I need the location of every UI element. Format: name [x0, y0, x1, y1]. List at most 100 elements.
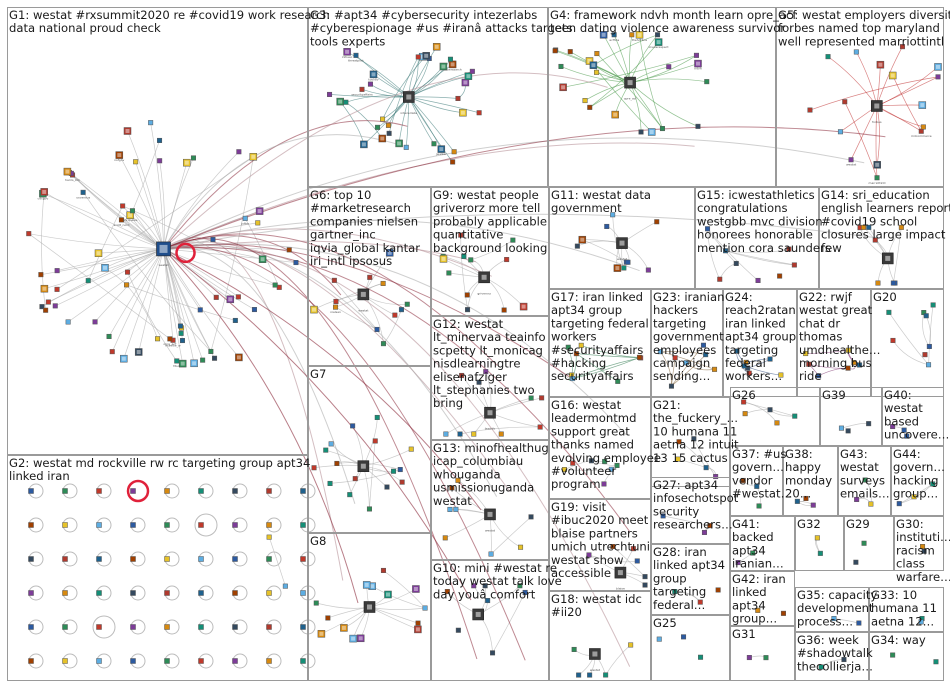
network-node[interactable] — [634, 558, 640, 564]
network-node[interactable] — [412, 585, 420, 593]
network-node[interactable] — [926, 343, 932, 349]
network-node[interactable] — [129, 208, 135, 214]
network-node[interactable] — [504, 257, 510, 263]
hub-node[interactable] — [402, 91, 415, 103]
network-node[interactable] — [694, 59, 702, 68]
network-node[interactable] — [890, 652, 896, 658]
network-node[interactable] — [873, 161, 881, 169]
network-node[interactable] — [630, 546, 636, 552]
network-node[interactable] — [599, 31, 608, 39]
network-node[interactable] — [133, 159, 139, 165]
network-node[interactable] — [385, 122, 391, 128]
network-node[interactable] — [439, 255, 448, 263]
network-node[interactable] — [886, 309, 892, 315]
network-node[interactable] — [325, 615, 331, 621]
network-node[interactable] — [455, 95, 461, 101]
network-node[interactable] — [918, 619, 924, 625]
network-node[interactable] — [854, 496, 860, 502]
self-loop-node[interactable] — [164, 517, 180, 533]
network-node[interactable] — [471, 431, 477, 437]
network-node[interactable] — [468, 257, 474, 263]
network-node[interactable] — [746, 655, 752, 661]
self-loop-node[interactable] — [130, 585, 146, 601]
network-node[interactable] — [567, 49, 573, 55]
network-node[interactable] — [675, 456, 681, 462]
network-node[interactable] — [336, 97, 344, 106]
network-node[interactable] — [818, 664, 824, 670]
network-node[interactable] — [258, 255, 267, 263]
network-node[interactable] — [213, 294, 219, 300]
self-loop-node[interactable] — [164, 585, 180, 601]
network-node[interactable] — [450, 159, 456, 165]
self-loop-node[interactable] — [62, 517, 78, 533]
network-node[interactable] — [786, 246, 792, 252]
network-node[interactable] — [604, 223, 610, 229]
network-node[interactable] — [715, 587, 721, 593]
hub-node[interactable] — [614, 566, 627, 579]
self-loop-node[interactable] — [28, 653, 44, 669]
self-loop-node[interactable] — [28, 517, 44, 533]
network-node[interactable] — [920, 544, 926, 550]
network-node[interactable] — [926, 362, 932, 368]
network-node[interactable] — [469, 68, 475, 74]
network-node[interactable] — [574, 243, 580, 249]
network-node[interactable] — [589, 61, 598, 69]
network-node[interactable] — [391, 468, 397, 474]
network-node[interactable] — [874, 175, 880, 181]
network-node[interactable] — [157, 158, 163, 164]
network-node[interactable] — [232, 317, 238, 323]
network-node[interactable] — [485, 598, 491, 604]
network-node[interactable] — [853, 559, 859, 565]
network-node[interactable] — [80, 189, 86, 195]
network-node[interactable] — [39, 304, 45, 310]
network-node[interactable] — [328, 441, 334, 447]
network-node[interactable] — [717, 276, 723, 282]
self-loop-node[interactable] — [28, 585, 44, 601]
network-node[interactable] — [442, 535, 448, 541]
network-node[interactable] — [876, 60, 885, 69]
network-node[interactable] — [695, 123, 701, 129]
network-node[interactable] — [92, 319, 98, 325]
network-node[interactable] — [399, 479, 405, 485]
network-node[interactable] — [235, 294, 241, 300]
network-node[interactable] — [510, 237, 516, 243]
network-node[interactable] — [810, 502, 816, 508]
network-node[interactable] — [125, 269, 131, 275]
self-loop-node[interactable] — [266, 551, 282, 567]
self-loop-node[interactable] — [232, 551, 248, 567]
network-node[interactable] — [654, 38, 663, 46]
network-node[interactable] — [845, 428, 851, 434]
network-node[interactable] — [565, 344, 571, 350]
network-node[interactable] — [625, 259, 631, 265]
network-node[interactable] — [174, 358, 180, 364]
network-node[interactable] — [519, 302, 528, 311]
network-node[interactable] — [178, 330, 184, 336]
network-node[interactable] — [340, 624, 348, 632]
network-node[interactable] — [476, 379, 482, 385]
network-node[interactable] — [124, 282, 130, 288]
network-node[interactable] — [578, 342, 584, 348]
network-node[interactable] — [750, 550, 756, 556]
network-node[interactable] — [792, 413, 798, 419]
network-node[interactable] — [767, 356, 773, 362]
network-node[interactable] — [465, 307, 471, 313]
network-node[interactable] — [683, 360, 689, 366]
network-node[interactable] — [559, 83, 567, 92]
network-node[interactable] — [437, 145, 446, 153]
hub-node[interactable] — [624, 76, 636, 89]
network-node[interactable] — [817, 550, 823, 556]
network-node[interactable] — [703, 465, 709, 471]
network-node[interactable] — [742, 411, 748, 417]
network-node[interactable] — [552, 48, 558, 54]
network-node[interactable] — [432, 43, 441, 51]
network-node[interactable] — [343, 99, 349, 105]
network-node[interactable] — [755, 277, 761, 283]
network-node[interactable] — [587, 672, 593, 678]
network-node[interactable] — [317, 630, 326, 638]
network-node[interactable] — [890, 280, 896, 286]
network-node[interactable] — [374, 414, 380, 420]
network-node[interactable] — [587, 104, 593, 110]
network-node[interactable] — [899, 44, 905, 50]
network-node[interactable] — [356, 634, 365, 643]
network-node[interactable] — [374, 326, 380, 332]
